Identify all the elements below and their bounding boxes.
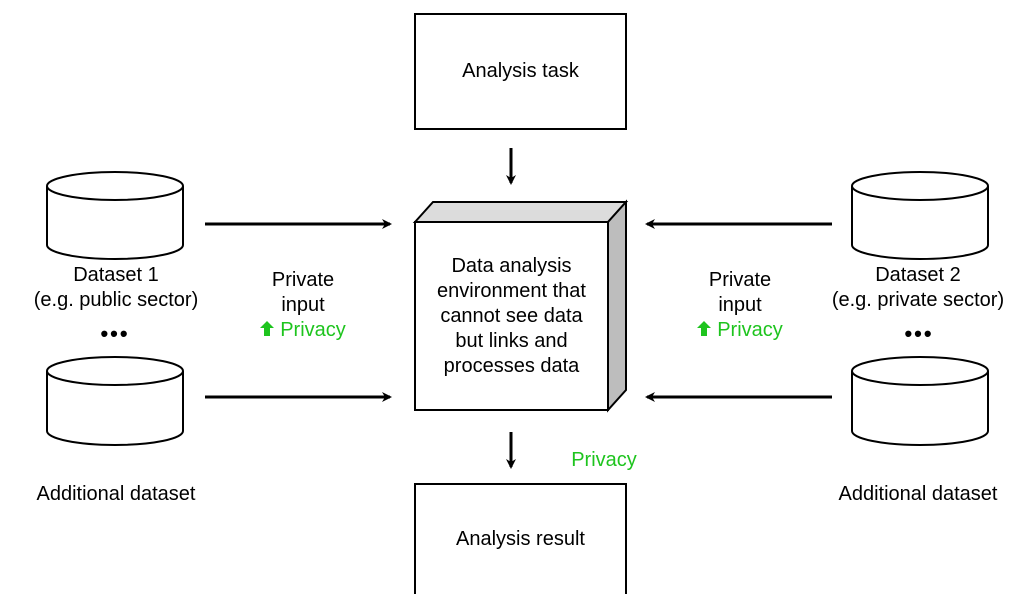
right-private-input-label: Private input Privacy bbox=[675, 268, 805, 343]
environment-line-3: cannot see data bbox=[440, 304, 583, 327]
dataset-2-name: Dataset 2 bbox=[875, 264, 961, 286]
dataset-2-cylinder bbox=[851, 171, 989, 260]
analysis-result-text: Analysis result bbox=[456, 527, 585, 550]
dataset-2-sector: (e.g. private sector) bbox=[831, 289, 1005, 311]
environment-line-5: processes data bbox=[443, 354, 580, 377]
right-privacy-indicator: Privacy bbox=[675, 318, 805, 343]
right-additional-dataset-cylinder bbox=[851, 356, 989, 446]
left-ellipsis: ••• bbox=[100, 321, 130, 346]
analysis-task-box bbox=[414, 13, 627, 130]
dataset-1-sector: (e.g. public sector) bbox=[33, 289, 199, 311]
dataset-1-cylinder bbox=[46, 171, 184, 260]
environment-label: Data analysis environment that cannot se… bbox=[415, 222, 608, 410]
environment-line-1: Data analysis bbox=[451, 254, 572, 277]
up-arrow-icon bbox=[697, 321, 712, 336]
environment-line-4: but links and bbox=[455, 329, 568, 352]
environment-line-2: environment that bbox=[437, 279, 586, 302]
dataset-1-label: Dataset 1 (e.g. public sector) bbox=[0, 263, 232, 313]
analysis-result-box bbox=[414, 483, 627, 594]
left-additional-dataset-cylinder bbox=[46, 356, 184, 446]
right-ellipsis: ••• bbox=[904, 321, 934, 346]
left-private-input-label: Private input Privacy bbox=[238, 268, 368, 343]
analysis-result-label: Analysis result bbox=[415, 484, 626, 594]
right-additional-dataset-label: Additional dataset bbox=[838, 483, 998, 505]
analysis-task-label: Analysis task bbox=[415, 14, 626, 129]
analysis-task-text: Analysis task bbox=[462, 60, 579, 82]
output-privacy-label: Privacy bbox=[571, 449, 637, 471]
dataset-2-label: Dataset 2 (e.g. private sector) bbox=[808, 263, 1028, 313]
left-privacy-indicator: Privacy bbox=[238, 318, 368, 343]
environment-box bbox=[412, 199, 629, 413]
up-arrow-icon bbox=[260, 321, 275, 336]
dataset-1-name: Dataset 1 bbox=[73, 264, 159, 286]
left-additional-dataset-label: Additional dataset bbox=[36, 483, 196, 505]
